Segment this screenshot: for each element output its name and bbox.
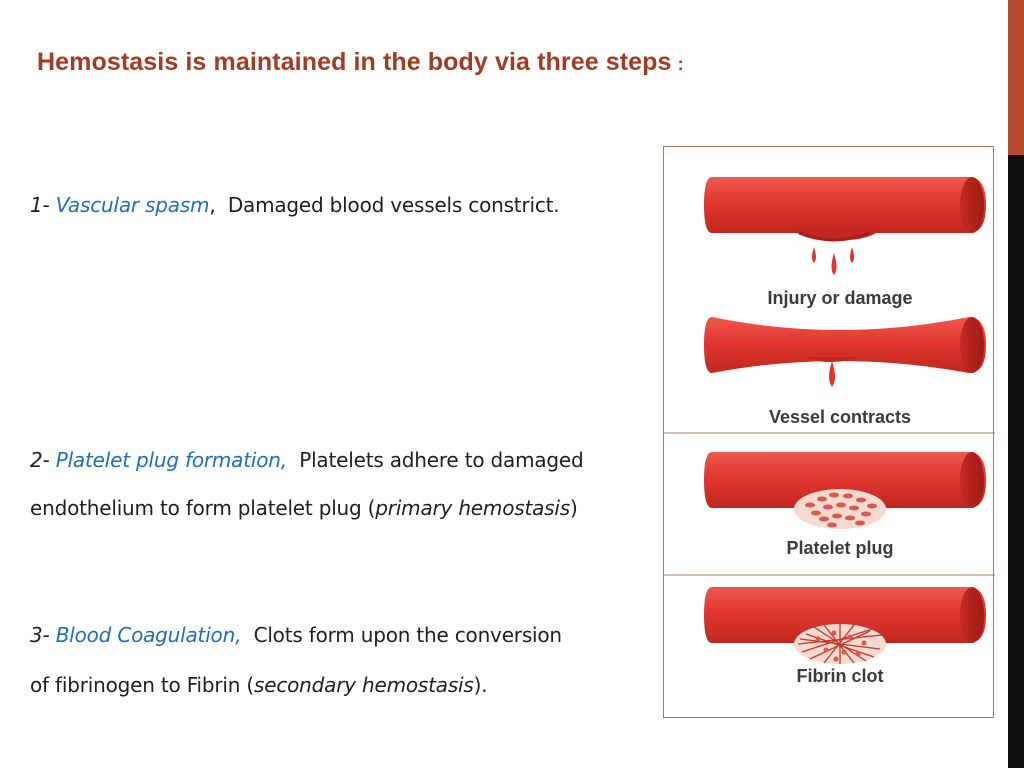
step-3-line-1: 3- Blood Coagulation, Clots form upon th… bbox=[30, 623, 562, 647]
title-text: Hemostasis is maintained in the body via… bbox=[37, 48, 672, 76]
accent-bar-bottom bbox=[1008, 155, 1024, 768]
blood-drop bbox=[829, 361, 835, 387]
hemostasis-illustration: Injury or damage Vessel contracts bbox=[664, 177, 995, 686]
contracted-vessel bbox=[704, 317, 986, 373]
step-2-emphasis: primary hemostasis bbox=[375, 496, 570, 520]
label-platelet-plug: Platelet plug bbox=[786, 538, 893, 558]
injured-vessel bbox=[704, 177, 986, 242]
step-1-line-1: 1- Vascular spasm, Damaged blood vessels… bbox=[30, 193, 560, 217]
step-2-line-2: endothelium to form platelet plug (prima… bbox=[30, 496, 578, 520]
plug-vessel bbox=[704, 452, 986, 508]
accent-bar-top bbox=[1008, 0, 1024, 155]
step-1-number: 1- bbox=[30, 193, 50, 217]
label-fibrin-clot: Fibrin clot bbox=[797, 666, 884, 686]
label-injury: Injury or damage bbox=[767, 288, 912, 308]
step-2-line-1: 2- Platelet plug formation, Platelets ad… bbox=[30, 448, 584, 472]
step-2-description: Platelets adhere to damaged bbox=[299, 448, 584, 472]
step-3-line-2-pre: of fibrinogen to Fibrin ( bbox=[30, 673, 255, 697]
step-3-description: Clots form upon the conversion bbox=[253, 623, 563, 647]
step-2-line-2-post: ) bbox=[569, 496, 578, 520]
step-2-term: Platelet plug formation, bbox=[55, 448, 287, 472]
step-1-description: Damaged blood vessels constrict. bbox=[227, 193, 560, 217]
step-2-number: 2- bbox=[30, 448, 50, 472]
step-3-line-2-post: ). bbox=[473, 673, 488, 697]
label-contracts: Vessel contracts bbox=[769, 407, 911, 427]
clot-vessel bbox=[704, 587, 986, 643]
slide-title: Hemostasis is maintained in the body via… bbox=[37, 48, 684, 77]
step-3-number: 3- bbox=[30, 623, 50, 647]
step-3-emphasis: secondary hemostasis bbox=[254, 673, 474, 697]
blood-drops bbox=[812, 247, 854, 275]
step-3-line-2: of fibrinogen to Fibrin (secondary hemos… bbox=[30, 673, 488, 697]
step-2-line-2-pre: endothelium to form platelet plug ( bbox=[30, 496, 376, 520]
step-1-term: Vascular spasm bbox=[55, 193, 210, 217]
fibrin-clot bbox=[794, 624, 886, 664]
hemostasis-figure: Injury or damage Vessel contracts bbox=[663, 146, 995, 718]
title-colon: : bbox=[677, 54, 684, 74]
platelet-plug bbox=[794, 489, 886, 529]
step-3-term: Blood Coagulation, bbox=[55, 623, 242, 647]
